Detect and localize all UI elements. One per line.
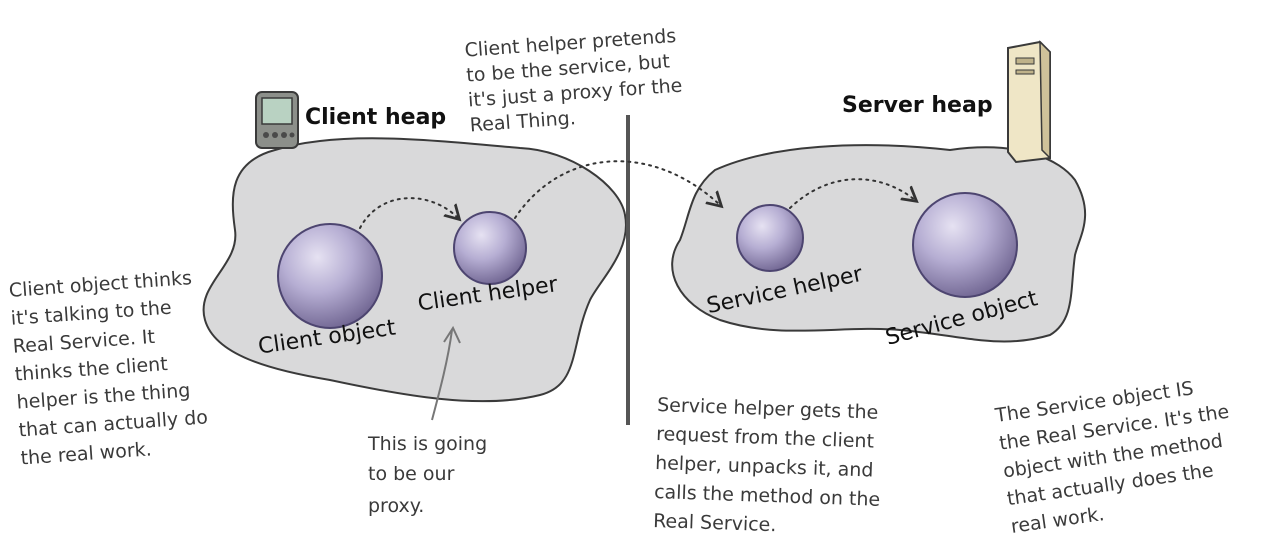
proxy-pointer-arrow (431, 329, 453, 421)
note-line: Real Service. It (12, 326, 156, 358)
client-object-sphere (277, 223, 383, 329)
pda-device-icon (255, 91, 299, 149)
note-line: helper, unpacks it, and (655, 452, 874, 482)
note-line: Service helper gets the (657, 394, 879, 424)
server-tower-icon (1007, 40, 1051, 164)
proxy-pointer-arrowhead (443, 325, 461, 344)
client-helper-note: Client helper pretends to be the service… (464, 25, 683, 137)
service-helper-to-object-arrow (789, 178, 915, 209)
client-heap-title: Client heap (305, 105, 446, 130)
note-line: that can actually do (18, 406, 209, 441)
note-line: to be our (368, 463, 455, 485)
service-helper-sphere (736, 204, 804, 272)
client-object-to-helper-arrow (359, 197, 458, 229)
note-line: Real Service. (653, 510, 777, 536)
note-line: it's talking to the (10, 297, 172, 330)
note-line: This is going (367, 433, 487, 455)
server-heap-title: Server heap (842, 93, 993, 118)
note-line: calls the method on the (654, 481, 881, 511)
client-helper-to-service-helper-arrow (514, 160, 720, 219)
note-line: Real Thing. (469, 107, 576, 136)
client-object-note: Client object thinks it's talking to the… (8, 267, 209, 469)
note-line: request from the client (656, 423, 875, 453)
proxy-note: This is going to be our proxy. (367, 433, 487, 517)
service-helper-note: Service helper gets the request from the… (653, 394, 881, 536)
note-line: thinks the client (14, 353, 168, 386)
note-line: the real work. (20, 438, 153, 469)
service-object-sphere (912, 192, 1018, 298)
note-line: real work. (1010, 503, 1106, 538)
client-heap-blob (202, 137, 627, 403)
note-line: proxy. (368, 495, 424, 517)
service-object-note: The Service object IS the Real Service. … (993, 377, 1231, 538)
client-helper-sphere (453, 211, 527, 285)
